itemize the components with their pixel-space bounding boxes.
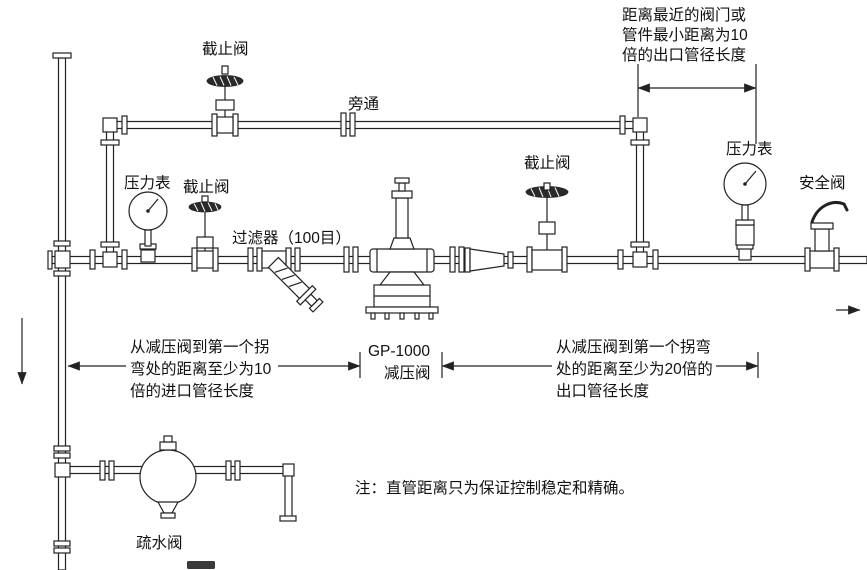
component-labels: 截止阀 旁通 压力表 截止阀 过滤器（100目） GP-1000 减压阀 截止阀… bbox=[124, 40, 846, 552]
inlet-stop-valve bbox=[188, 195, 222, 272]
left-main-tee bbox=[54, 250, 71, 269]
label-outlet-stop-valve: 截止阀 bbox=[524, 154, 571, 172]
pipe-fittings bbox=[47, 52, 659, 554]
prv-spring-housing bbox=[395, 197, 409, 239]
annotation-outlet-clearance-line2: 管件最小距离为10 bbox=[622, 26, 748, 44]
bypass-left-elbow bbox=[102, 117, 118, 133]
main-pipe-left-cap bbox=[47, 250, 53, 270]
vertical-pipe-top-cap bbox=[52, 52, 72, 59]
annotation-inlet-run-line1: 从减压阀到第一个拐 bbox=[130, 338, 270, 356]
annotation-outlet-clearance-line1: 距离最近的阀门或 bbox=[622, 6, 746, 24]
bypass-union bbox=[340, 112, 356, 137]
annotation-outlet-run-line2: 处的距离至少为20倍的 bbox=[556, 360, 713, 378]
y-strainer bbox=[247, 247, 324, 313]
bypass-horizontal-pipe bbox=[105, 120, 645, 130]
outlet-stop-valve bbox=[525, 182, 569, 273]
label-steam-trap: 疏水阀 bbox=[136, 534, 183, 552]
annotation-outlet-run-line1: 从减压阀到第一个拐弯 bbox=[556, 338, 711, 356]
label-bypass: 旁通 bbox=[348, 95, 380, 113]
gauge-needle-icon bbox=[744, 170, 757, 185]
strainer-leg-icon bbox=[267, 256, 324, 313]
drain-tee bbox=[54, 462, 71, 478]
drain-elbow bbox=[282, 463, 295, 477]
safety-valve-lever-icon bbox=[810, 201, 849, 224]
bypass-left-tee bbox=[102, 251, 118, 268]
label-prv-model: GP-1000 bbox=[368, 343, 430, 360]
annotation-inlet-run-line2: 弯处的距离至少为10 bbox=[130, 360, 272, 378]
annotation-outlet-run-line3: 出口管径长度 bbox=[556, 382, 649, 400]
label-safety-valve: 安全阀 bbox=[799, 174, 846, 192]
bypass-stop-valve bbox=[206, 65, 244, 137]
label-inlet-stop-valve: 截止阀 bbox=[183, 178, 230, 196]
label-prv-name: 减压阀 bbox=[384, 364, 431, 382]
label-outlet-pressure-gauge: 压力表 bbox=[726, 140, 773, 158]
pressure-reducing-valve bbox=[343, 177, 465, 320]
annotation-texts: 距离最近的阀门或 管件最小距离为10 倍的出口管径长度 从减压阀到第一个拐 弯处… bbox=[130, 6, 748, 497]
left-vertical-pipe bbox=[57, 57, 67, 570]
label-inlet-pressure-gauge: 压力表 bbox=[124, 174, 171, 192]
gauge-needle-icon bbox=[147, 198, 159, 212]
outlet-pressure-gauge bbox=[723, 162, 767, 261]
annotation-note: 注：直管距离只为保证控制稳定和精确。 bbox=[355, 479, 634, 497]
steam-trap bbox=[99, 435, 241, 519]
bypass-right-tee bbox=[632, 251, 648, 268]
bypass-right-elbow bbox=[632, 117, 648, 133]
bottom-edge-artifact bbox=[187, 561, 215, 569]
prv-body bbox=[369, 248, 435, 273]
prv-adjusting-screw bbox=[394, 177, 410, 184]
safety-valve bbox=[804, 201, 849, 272]
annotation-inlet-run-line3: 倍的进口管径长度 bbox=[130, 382, 254, 400]
label-strainer: 过滤器（100目） bbox=[232, 229, 351, 247]
outlet-reducer bbox=[464, 247, 514, 273]
inlet-pressure-gauge bbox=[128, 191, 168, 263]
annotation-outlet-clearance-line3: 倍的出口管径长度 bbox=[622, 46, 746, 64]
trap-body-icon bbox=[139, 449, 197, 505]
label-bypass-stop-valve: 截止阀 bbox=[202, 40, 249, 58]
drain-end-cap bbox=[279, 515, 297, 522]
